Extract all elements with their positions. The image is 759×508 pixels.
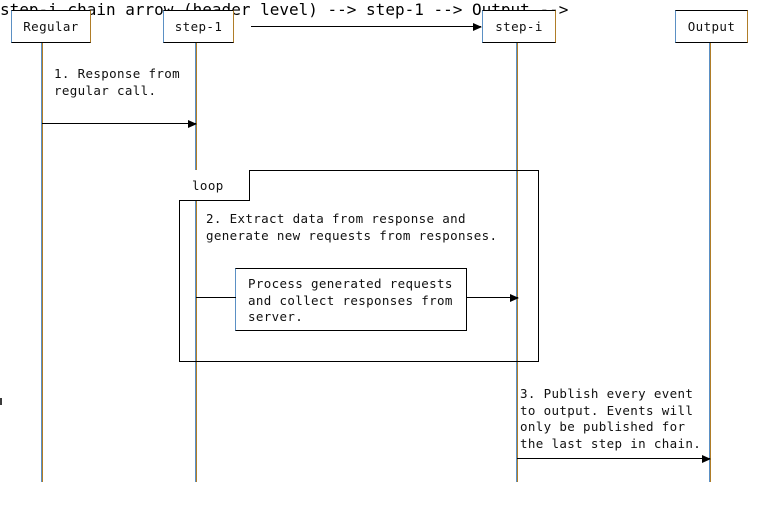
participant-step-i[interactable]: step-i <box>482 10 556 43</box>
arrow-step1-to-stepi <box>251 22 482 31</box>
lifeline-output <box>709 43 711 482</box>
arrow-regular-to-step1 <box>42 119 197 128</box>
arrow-stepi-to-output <box>517 454 711 463</box>
participant-output[interactable]: Output <box>675 10 748 43</box>
line-step1-to-note <box>196 297 236 298</box>
lifeline-step-1 <box>195 43 197 482</box>
lifeline-step-i <box>516 43 518 482</box>
loop-fragment-operator-label: loop <box>179 170 250 201</box>
arrow-note-to-stepi <box>467 293 519 302</box>
message-1-label: 1. Response from regular call. <box>54 66 181 98</box>
note-process-generated-requests: Process generated requests and collect r… <box>235 268 467 331</box>
message-3-label: 3. Publish every event to output. Events… <box>520 386 702 451</box>
lifeline-regular <box>41 43 43 482</box>
edge-artifact-mark <box>0 398 2 405</box>
participant-step-1[interactable]: step-1 <box>163 10 234 43</box>
loop-fragment-body-text: 2. Extract data from response and genera… <box>206 211 498 243</box>
loop-fragment <box>179 170 539 362</box>
participant-regular[interactable]: Regular <box>11 10 91 43</box>
